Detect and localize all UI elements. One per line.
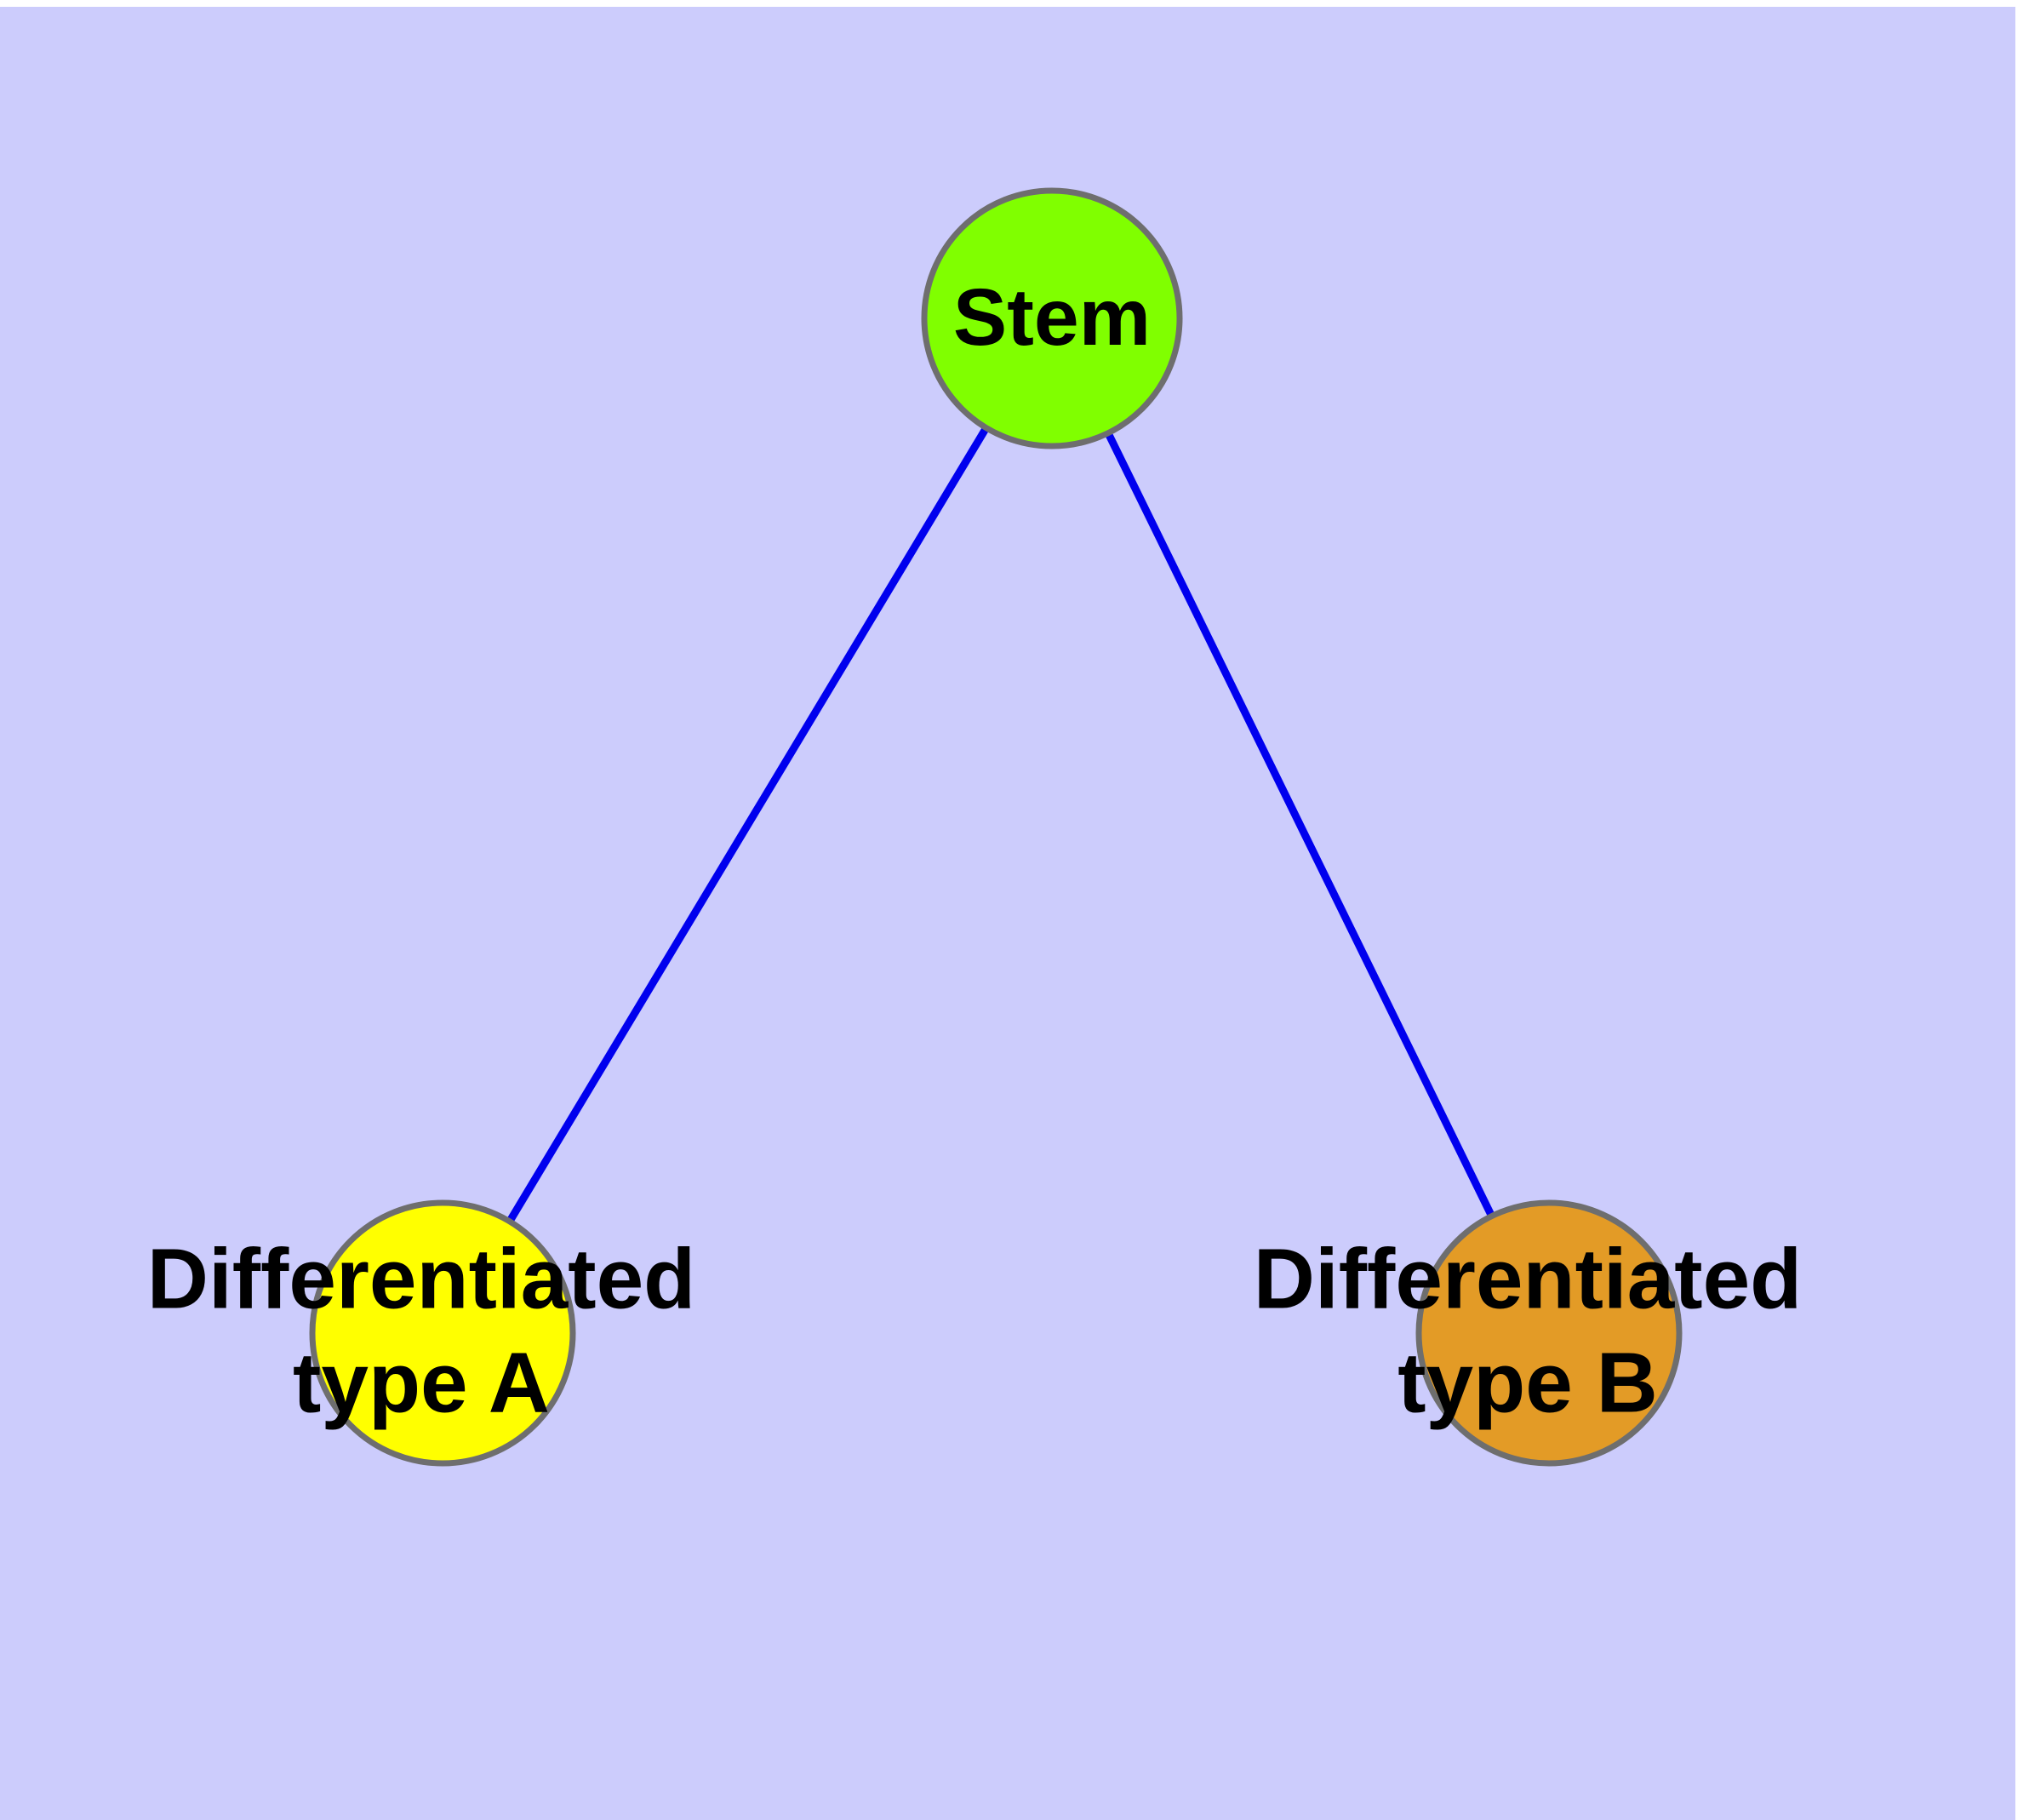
- node-label-differentiated-type-a-line2: type A: [293, 1335, 550, 1430]
- edge-layer: [439, 316, 1553, 1336]
- node-label-differentiated-type-b-line1: Differentiated: [1254, 1231, 1803, 1326]
- node-label-stem: Stem: [953, 272, 1151, 363]
- node-differentiated-type-b[interactable]: [1415, 1199, 1683, 1467]
- edge-stem-to-differentiated-type-a[interactable]: [439, 316, 1055, 1336]
- node-label-layer: Stem Differentiated type A Differentiate…: [147, 272, 1803, 1430]
- node-differentiated-type-a[interactable]: [309, 1199, 576, 1467]
- node-label-differentiated-type-a-line1: Differentiated: [147, 1231, 696, 1326]
- node-stem[interactable]: [921, 187, 1183, 449]
- edge-stem-to-differentiated-type-b[interactable]: [1048, 317, 1553, 1335]
- node-label-differentiated-type-b-line2: type B: [1397, 1335, 1658, 1430]
- node-layer: [309, 187, 1683, 1467]
